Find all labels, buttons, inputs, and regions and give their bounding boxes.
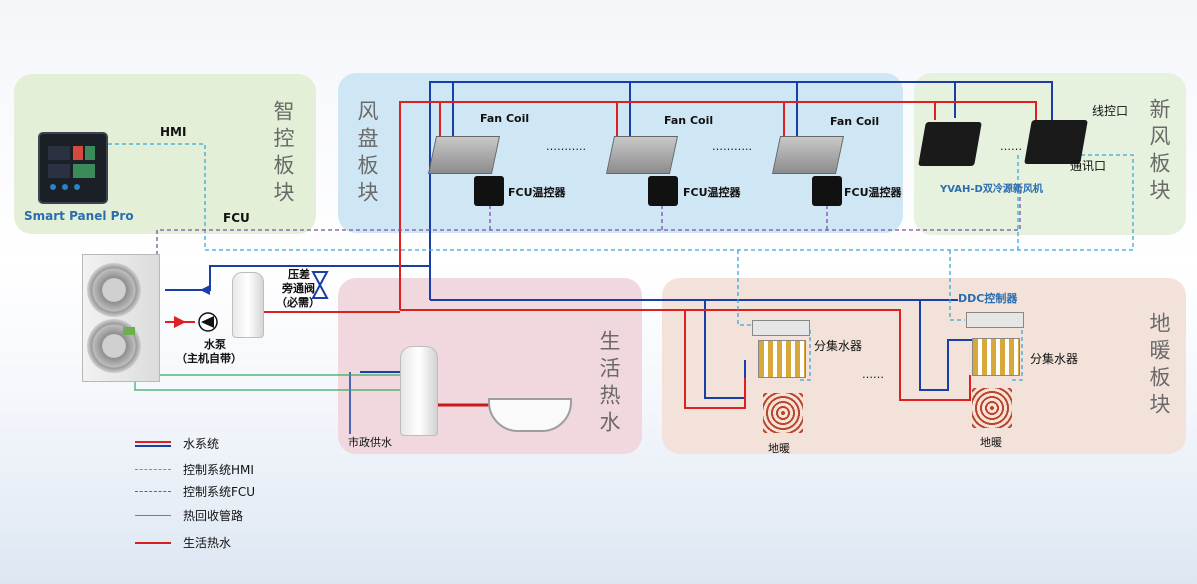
legend-hmi: 控制系统HMI (135, 460, 335, 480)
buffer-tank (232, 272, 264, 338)
fresh-air-unit-1 (918, 122, 982, 166)
zone-title-floor: 地暖板块 (1147, 312, 1171, 420)
fresh-air-dots: …… (1000, 140, 1022, 153)
pump-label-1: 水泵 (204, 338, 226, 351)
pump-label-2: （主机自带） (176, 352, 242, 365)
legend-fcu-label: 控制系统FCU (183, 485, 256, 499)
bypass-valve-label-2: 旁通阀 (282, 282, 315, 295)
fan-coil-label-3: Fan Coil (830, 115, 880, 128)
smart-panel-device (38, 132, 108, 204)
fcu-thermostat-2 (648, 176, 678, 206)
floor-heating-label-2: 地暖 (980, 436, 1002, 449)
fan-coil-unit-3 (771, 136, 845, 174)
ddc-controller-2 (966, 312, 1024, 328)
fcu-thermostat-label-3: FCU温控器 (844, 186, 902, 199)
floor-heating-coil-1 (763, 393, 803, 433)
legend-heat-recovery: 热回收管路 (135, 506, 335, 526)
zone-title-fancoil: 风盘板块 (355, 100, 379, 208)
outdoor-heat-pump-unit (82, 254, 160, 382)
zone-title-smart: 智控板块 (271, 100, 295, 208)
legend-hot-water-label: 生活热水 (183, 536, 232, 550)
ddc-controller-label: DDC控制器 (958, 292, 1018, 305)
ddc-controller-1 (752, 320, 810, 336)
bypass-valve-label-1: 压差 (288, 268, 310, 281)
floor-heating-label-1: 地暖 (768, 442, 790, 455)
fcu-thermostat-label-2: FCU温控器 (683, 186, 741, 199)
fcu-label: FCU (223, 211, 250, 225)
hmi-label: HMI (160, 125, 187, 139)
bypass-valve-icon (311, 271, 329, 299)
fan-coil-dots-1: ……….. (546, 140, 586, 153)
manifold-label-2: 分集水器 (1030, 352, 1079, 366)
legend-water-system: 水系统 (135, 434, 335, 454)
manifold-label-1: 分集水器 (814, 339, 863, 353)
floor-heating-coil-2 (972, 388, 1012, 428)
legend-fcu: 控制系统FCU (135, 482, 335, 502)
zone-hot-water (338, 278, 642, 454)
fan-coil-unit-1 (427, 136, 501, 174)
zone-floor-heating (662, 278, 1186, 454)
legend-heat-recovery-label: 热回收管路 (183, 509, 244, 523)
comm-port-label: 通讯口 (1070, 159, 1107, 173)
legend-hmi-label: 控制系统HMI (183, 463, 254, 477)
bypass-valve-label-3: （必需） (276, 296, 320, 309)
smart-panel-label: Smart Panel Pro (24, 209, 134, 223)
floor-dots: …… (862, 368, 884, 381)
fan-coil-label-1: Fan Coil (480, 112, 530, 125)
fan-coil-unit-2 (605, 136, 679, 174)
fan-coil-dots-2: ……….. (712, 140, 752, 153)
legend-water-system-label: 水系统 (183, 437, 220, 451)
fresh-air-unit-label: YVAH-D双冷源新风机 (940, 184, 1043, 195)
city-water-label: 市政供水 (348, 436, 392, 449)
legend-hot-water: 生活热水 (135, 533, 335, 553)
fcu-thermostat-1 (474, 176, 504, 206)
manifold-2 (972, 338, 1020, 376)
hot-water-tank (400, 346, 438, 436)
manifold-1 (758, 340, 806, 378)
zone-title-freshair: 新风板块 (1147, 98, 1171, 206)
line-port-label: 线控口 (1092, 104, 1129, 118)
fan-coil-label-2: Fan Coil (664, 114, 714, 127)
fcu-thermostat-3 (812, 176, 842, 206)
fcu-thermostat-label-1: FCU温控器 (508, 186, 566, 199)
zone-title-hotwater: 生活热水 (597, 330, 621, 438)
